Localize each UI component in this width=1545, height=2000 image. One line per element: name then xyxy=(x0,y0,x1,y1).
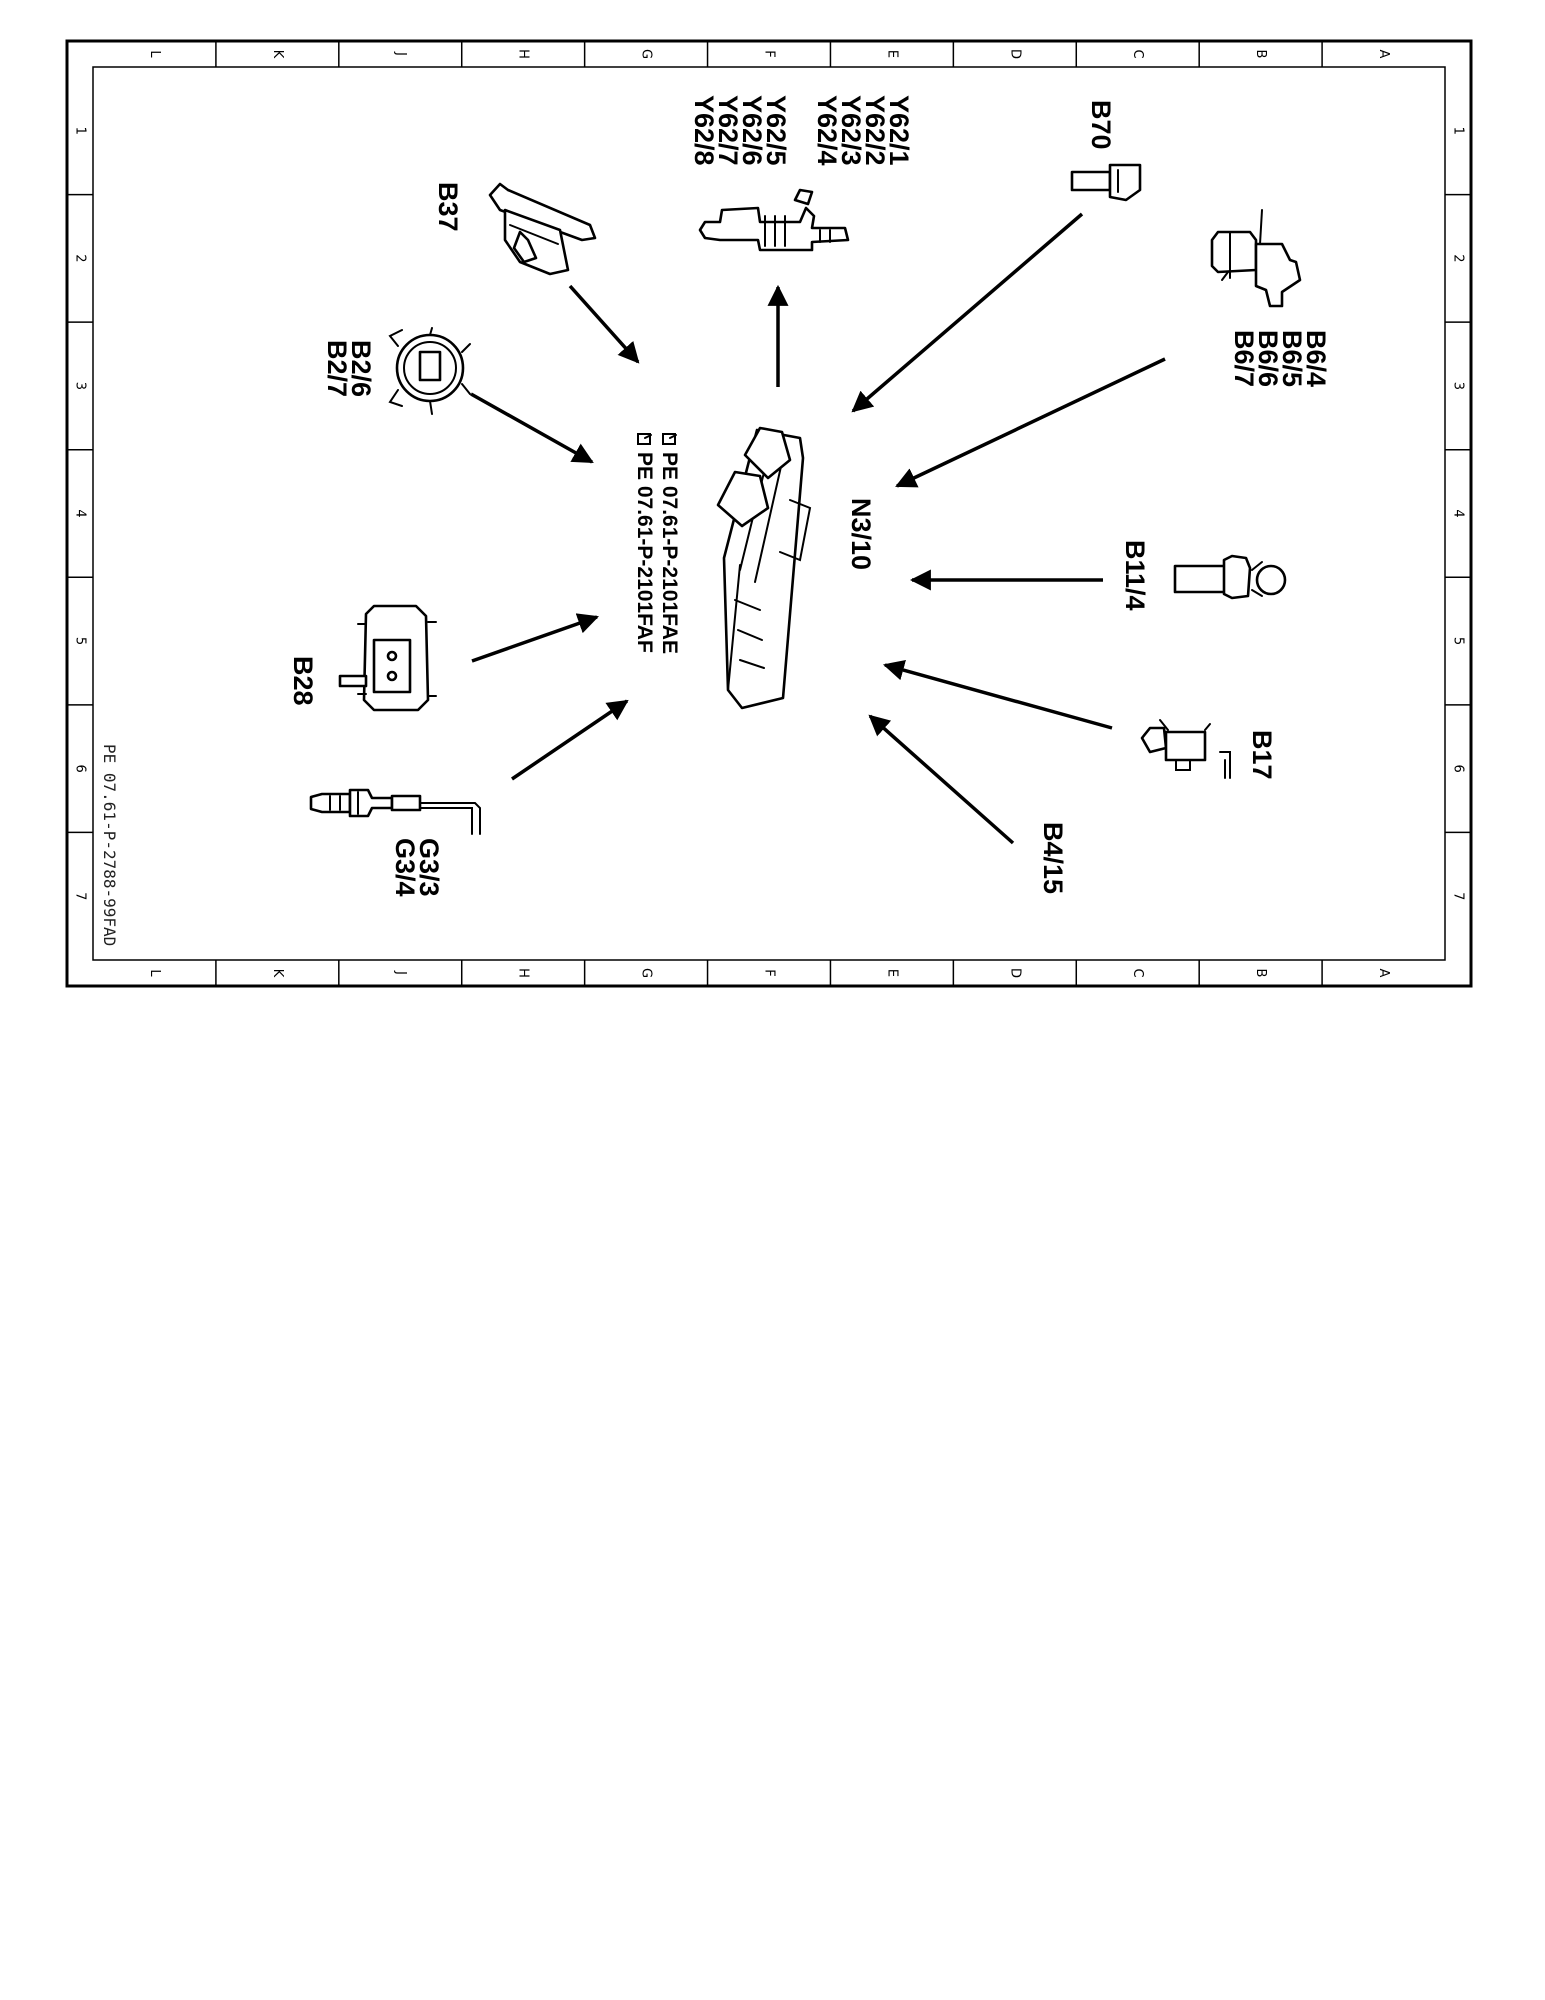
sensor-b6-label: B6/6 xyxy=(1253,330,1283,387)
air-mass-sensor-b2-label: B2/6 xyxy=(346,340,376,397)
injector-label: Y62/5 xyxy=(761,95,791,166)
injector-label: Y62/6 xyxy=(737,95,767,166)
grid-column-label: H xyxy=(516,49,531,59)
sensor-b6-labels: B6/4 B6/5 B6/6 B6/7 xyxy=(1229,330,1331,387)
pressure-sensor-b28 xyxy=(338,604,437,712)
grid-column-label: A xyxy=(1376,50,1391,59)
grid-column-label: B xyxy=(1253,50,1268,59)
sensor-b6-label: B6/4 xyxy=(1301,330,1331,387)
fuel-injector-y62 xyxy=(698,188,850,252)
grid-column-label: B xyxy=(1253,969,1268,978)
arrow-from-b37 xyxy=(568,284,640,364)
arrow-from-g3 xyxy=(511,699,629,781)
arrow-from-b70 xyxy=(851,212,1084,413)
oxygen-sensor-g3-label: G3/3 xyxy=(414,838,444,897)
grid-row-label: 2 xyxy=(1451,254,1466,262)
grid-row-label: 1 xyxy=(1451,127,1466,135)
grid-row-label: 6 xyxy=(73,765,88,773)
arrow-from-b6 xyxy=(895,357,1166,488)
control-unit-label: N3/10 xyxy=(846,498,876,570)
control-unit-n3-10 xyxy=(716,426,812,710)
arrow-from-b17 xyxy=(882,659,1113,730)
grid-column-label: H xyxy=(516,968,531,978)
grid-row-label: 7 xyxy=(1451,892,1466,900)
grid-row-label: 3 xyxy=(1451,382,1466,390)
grid-row-labels-right: 1 2 3 4 5 6 7 xyxy=(1451,127,1466,901)
sensor-b4-15-label: B4/15 xyxy=(1038,822,1068,894)
sensor-b11-4-label: B11/4 xyxy=(1120,540,1150,611)
sensor-b6-label: B6/7 xyxy=(1229,330,1259,387)
grid-column-label: G xyxy=(639,49,654,59)
grid-column-label: A xyxy=(1376,969,1391,978)
arrow-from-b2 xyxy=(470,392,594,464)
injector-label: Y62/3 xyxy=(836,95,866,166)
hand-pointer-icon xyxy=(662,433,677,445)
grid-row-label: 3 xyxy=(73,382,88,390)
pedal-sensor-b37-label: B37 xyxy=(433,182,463,232)
injector-label: Y62/4 xyxy=(812,95,842,166)
sensor-b17-label: B17 xyxy=(1247,730,1277,780)
sensor-b17 xyxy=(1140,719,1231,779)
oxygen-sensor-g3-label: G3/4 xyxy=(390,838,420,897)
ecu-ref-1: PE 07.61-P-2101FAE xyxy=(658,452,681,654)
injector-label: Y62/2 xyxy=(860,95,890,166)
grid-row-label: 4 xyxy=(73,509,88,517)
arrow-from-b4-15 xyxy=(868,714,1015,845)
sensor-b70-label: B70 xyxy=(1086,100,1116,150)
hand-pointer-icon xyxy=(637,433,652,445)
injector-label: Y62/1 xyxy=(884,95,914,166)
oxygen-sensor-g3 xyxy=(309,788,481,835)
grid-column-label: J xyxy=(393,970,408,975)
pedal-sensor-b37 xyxy=(488,182,597,276)
grid-column-label: C xyxy=(1130,49,1145,58)
sensor-b6-label: B6/5 xyxy=(1277,330,1307,387)
grid-column-label: K xyxy=(270,969,285,978)
ecu-documentation-refs: PE 07.61-P-2101FAE PE 07.61-P-2101FAF xyxy=(633,433,681,654)
grid-row-label: 7 xyxy=(73,892,88,900)
signal-arrows xyxy=(470,212,1166,845)
air-mass-sensor-b2 xyxy=(388,327,471,415)
grid-column-label: F xyxy=(762,969,777,976)
pressure-sensor-b28-label: B28 xyxy=(288,656,318,706)
grid-column-label: E xyxy=(884,50,899,58)
grid-row-labels-left: 1 2 3 4 5 6 7 xyxy=(73,127,88,901)
injector-label: Y62/8 xyxy=(689,95,719,166)
sensor-b11-4 xyxy=(1173,554,1287,600)
grid-column-label: E xyxy=(884,969,899,977)
grid-row-label: 5 xyxy=(1451,637,1466,645)
grid-column-label: D xyxy=(1007,968,1022,978)
ecu-ref-2: PE 07.61-P-2101FAF xyxy=(633,452,656,653)
oxygen-sensor-g3-labels: G3/3 G3/4 xyxy=(390,838,444,897)
grid-column-label: K xyxy=(270,50,285,59)
grid-column-label: G xyxy=(639,968,654,978)
sensor-b70 xyxy=(1070,163,1142,202)
grid-row-label: 1 xyxy=(73,127,88,135)
grid-column-label: F xyxy=(762,50,777,57)
grid-row-label: 5 xyxy=(73,637,88,645)
sensor-b6 xyxy=(1210,209,1302,308)
grid-column-label: C xyxy=(1130,968,1145,977)
grid-row-label: 2 xyxy=(73,254,88,262)
air-mass-sensor-b2-label: B2/7 xyxy=(322,340,352,397)
grid-row-label: 6 xyxy=(1451,765,1466,773)
air-mass-sensor-b2-labels: B2/6 B2/7 xyxy=(322,340,376,397)
grid-column-label: L xyxy=(147,969,162,977)
arrow-from-b28 xyxy=(471,613,599,663)
grid-row-label: 4 xyxy=(1451,509,1466,517)
drawing-number: PE 07.61-P-2788-99FAD xyxy=(100,744,119,946)
drawing-frame xyxy=(65,39,1473,988)
grid-column-label: D xyxy=(1007,49,1022,59)
injector-labels: Y62/1 Y62/2 Y62/3 Y62/4 Y62/5 Y62/6 Y62/… xyxy=(689,95,914,166)
grid-column-label: J xyxy=(393,51,408,56)
grid-column-label: L xyxy=(147,50,162,58)
injector-label: Y62/7 xyxy=(713,95,743,166)
